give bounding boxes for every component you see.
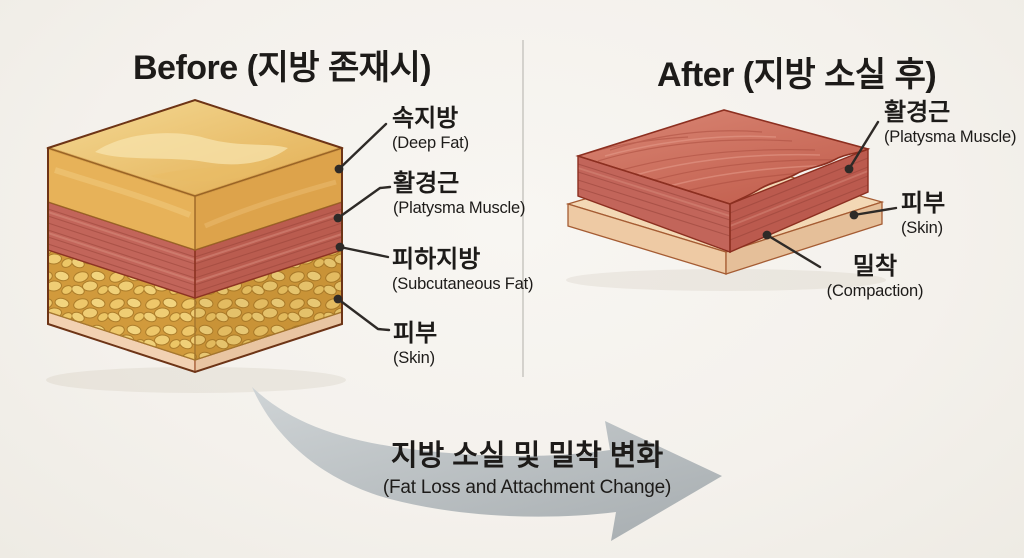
label-platysma-after-ko: 활경근 xyxy=(884,99,951,126)
label-platysma-before: 활경근 (Platysma Muscle) xyxy=(393,170,526,219)
dot-skin-left xyxy=(333,294,343,304)
label-deep-fat-en: (Deep Fat) xyxy=(392,133,469,152)
dot-compaction xyxy=(762,230,772,240)
before-block-outline xyxy=(47,98,343,374)
leader-platysma-left xyxy=(336,185,392,220)
label-platysma-before-ko: 활경근 xyxy=(393,170,460,197)
dot-subcutaneous-fat xyxy=(335,242,345,252)
label-compaction-ko: 밀착 xyxy=(852,253,898,280)
before-tissue-block xyxy=(45,98,345,374)
after-tissue-block xyxy=(565,109,885,275)
label-skin-before-en: (Skin) xyxy=(393,348,435,367)
label-subcutaneous-fat: 피하지방 (Subcutaneous Fat) xyxy=(392,246,534,295)
label-platysma-after: 활경근 (Platysma Muscle) xyxy=(884,99,1017,148)
label-skin-after-en: (Skin) xyxy=(901,218,943,237)
dot-deep-fat xyxy=(334,164,344,174)
leader-subcutaneous-fat xyxy=(338,245,390,259)
label-subcutaneous-fat-ko: 피하지방 xyxy=(392,246,481,273)
label-deep-fat: 속지방 (Deep Fat) xyxy=(392,105,469,154)
label-skin-after-ko: 피부 xyxy=(901,190,946,217)
label-skin-after: 피부 (Skin) xyxy=(901,190,946,239)
leader-platysma-right xyxy=(847,120,880,171)
leader-skin-right xyxy=(852,206,898,217)
label-compaction-en: (Compaction) xyxy=(826,281,924,300)
title-after: After (지방 소실 후) xyxy=(657,56,937,94)
transition-arrow-label-ko: 지방 소실 및 밀착 변화 xyxy=(390,440,664,472)
callout-dots xyxy=(333,164,859,304)
after-muscle-layer xyxy=(575,109,871,254)
label-deep-fat-ko: 속지방 xyxy=(392,105,459,132)
transition-arrow xyxy=(252,387,722,541)
dot-skin-right xyxy=(849,210,859,220)
dot-platysma-left xyxy=(333,213,343,223)
callout-leader-lines xyxy=(336,120,898,332)
title-before: Before (지방 존재시) xyxy=(133,49,432,87)
before-muscle-layer xyxy=(47,201,343,299)
dot-platysma-right xyxy=(844,164,854,174)
label-platysma-after-en: (Platysma Muscle) xyxy=(884,127,1017,146)
label-platysma-before-en: (Platysma Muscle) xyxy=(393,198,526,217)
leader-skin-left xyxy=(336,297,391,332)
leader-deep-fat xyxy=(337,122,388,171)
transition-arrow-label: 지방 소실 및 밀착 변화 (Fat Loss and Attachment C… xyxy=(366,440,688,499)
transition-arrow-label-en: (Fat Loss and Attachment Change) xyxy=(382,476,672,498)
leader-compaction xyxy=(765,233,822,269)
before-block-shadow xyxy=(46,367,346,393)
before-subcutaneous-fat-layer xyxy=(47,249,343,361)
label-compaction: 밀착 (Compaction) xyxy=(795,253,955,302)
after-block-shadow xyxy=(566,269,886,291)
label-skin-before: 피부 (Skin) xyxy=(393,320,438,369)
label-skin-before-ko: 피부 xyxy=(393,320,438,347)
label-subcutaneous-fat-en: (Subcutaneous Fat) xyxy=(392,274,534,293)
